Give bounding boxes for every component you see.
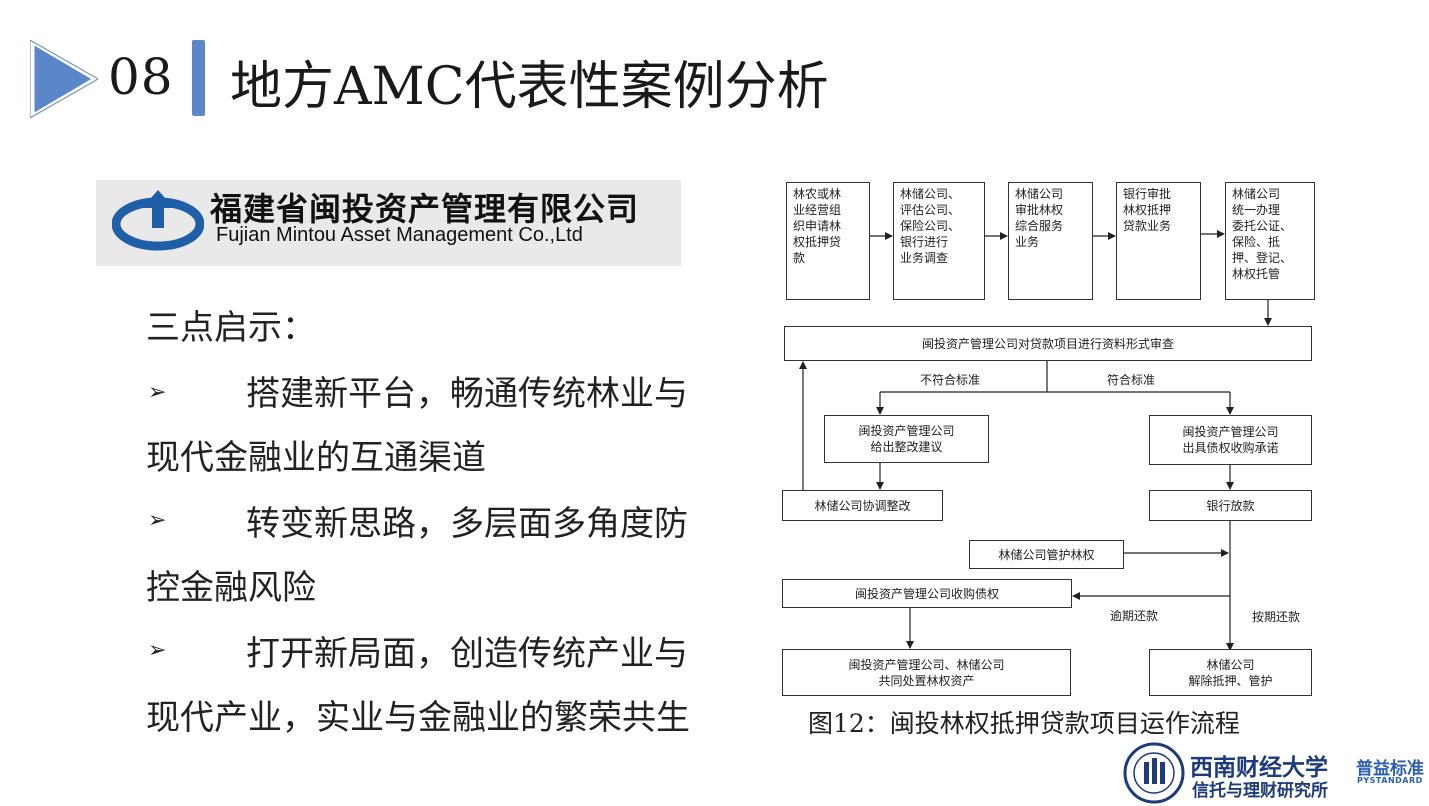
insight-1-line2: 现代金融业的互通渠道 [146,438,486,478]
header-divider-bar [192,40,205,116]
flow-step-rectify-advice: 闽投资产管理公司 给出整改建议 [824,415,989,463]
bullet-icon: ➢ [148,508,167,533]
flow-step-approve-services: 林储公司 审批林权 综合服务 业务 [1008,182,1093,300]
flow-step-coordinate-rectify: 林储公司协调整改 [782,490,943,521]
flow-step-bank-loan: 银行放款 [1149,490,1312,521]
flow-step-manage-forest: 林储公司管护林权 [969,540,1124,569]
bullet-icon: ➢ [148,638,167,663]
insight-1-line1: 搭建新平台，畅通传统林业与 [246,374,688,414]
brand-name-cn: 普益标准 [1356,759,1424,779]
label-overdue: 逾期还款 [1110,609,1159,623]
university-seal-icon [1123,742,1185,804]
flow-step-acquire-debt: 闽投资产管理公司收购债权 [782,579,1072,608]
flow-step-apply: 林农或林 业经营组 织申请林 权抵押贷 款 [786,182,870,300]
institute-name: 信托与理财研究所 [1192,781,1328,801]
company-name-en: Fujian Mintou Asset Management Co.,Ltd [216,224,583,246]
flow-step-review: 闽投资产管理公司对贷款项目进行资料形式审查 [784,326,1312,361]
company-name-cn: 福建省闽投资产管理有限公司 [210,190,640,228]
label-on-time: 按期还款 [1252,610,1301,624]
flow-step-bank-approval: 银行审批 林权抵押 贷款业务 [1116,182,1201,300]
flow-step-joint-dispose: 闽投资产管理公司、林储公司 共同处置林权资产 [782,649,1071,696]
insight-3-line1: 打开新局面，创造传统产业与 [246,634,688,674]
insights-heading: 三点启示： [146,308,316,348]
brand-name-en: PYSTANDARD [1357,776,1423,785]
page-title: 地方AMC代表性案例分析 [230,57,829,117]
flow-step-buyback-promise: 闽投资产管理公司 出具债权收购承诺 [1149,415,1312,465]
company-logo-banner [96,180,681,266]
bullet-icon: ➢ [148,380,167,405]
label-not-meet: 不符合标准 [920,373,981,387]
flow-step-investigation: 林储公司、 评估公司、 保险公司、 银行进行 业务调查 [893,182,985,300]
figure-caption: 图12：闽投林权抵押贷款项目运作流程 [808,709,1240,738]
label-meet: 符合标准 [1107,373,1156,387]
flow-step-unified-handling: 林储公司 统一办理 委托公证、 保险、抵 押、登记、 林权托管 [1225,182,1315,300]
insight-3-line2: 现代产业，实业与金融业的繁荣共生 [146,698,690,738]
insight-2-line1: 转变新思路，多层面多角度防 [246,504,688,544]
insight-2-line2: 控金融风险 [146,568,316,608]
flow-step-release: 林储公司 解除抵押、管护 [1149,649,1312,696]
university-name: 西南财经大学 [1190,754,1328,781]
section-number: 08 [108,48,174,106]
play-triangle-icon [30,40,98,118]
mintou-logo-icon [112,190,204,251]
